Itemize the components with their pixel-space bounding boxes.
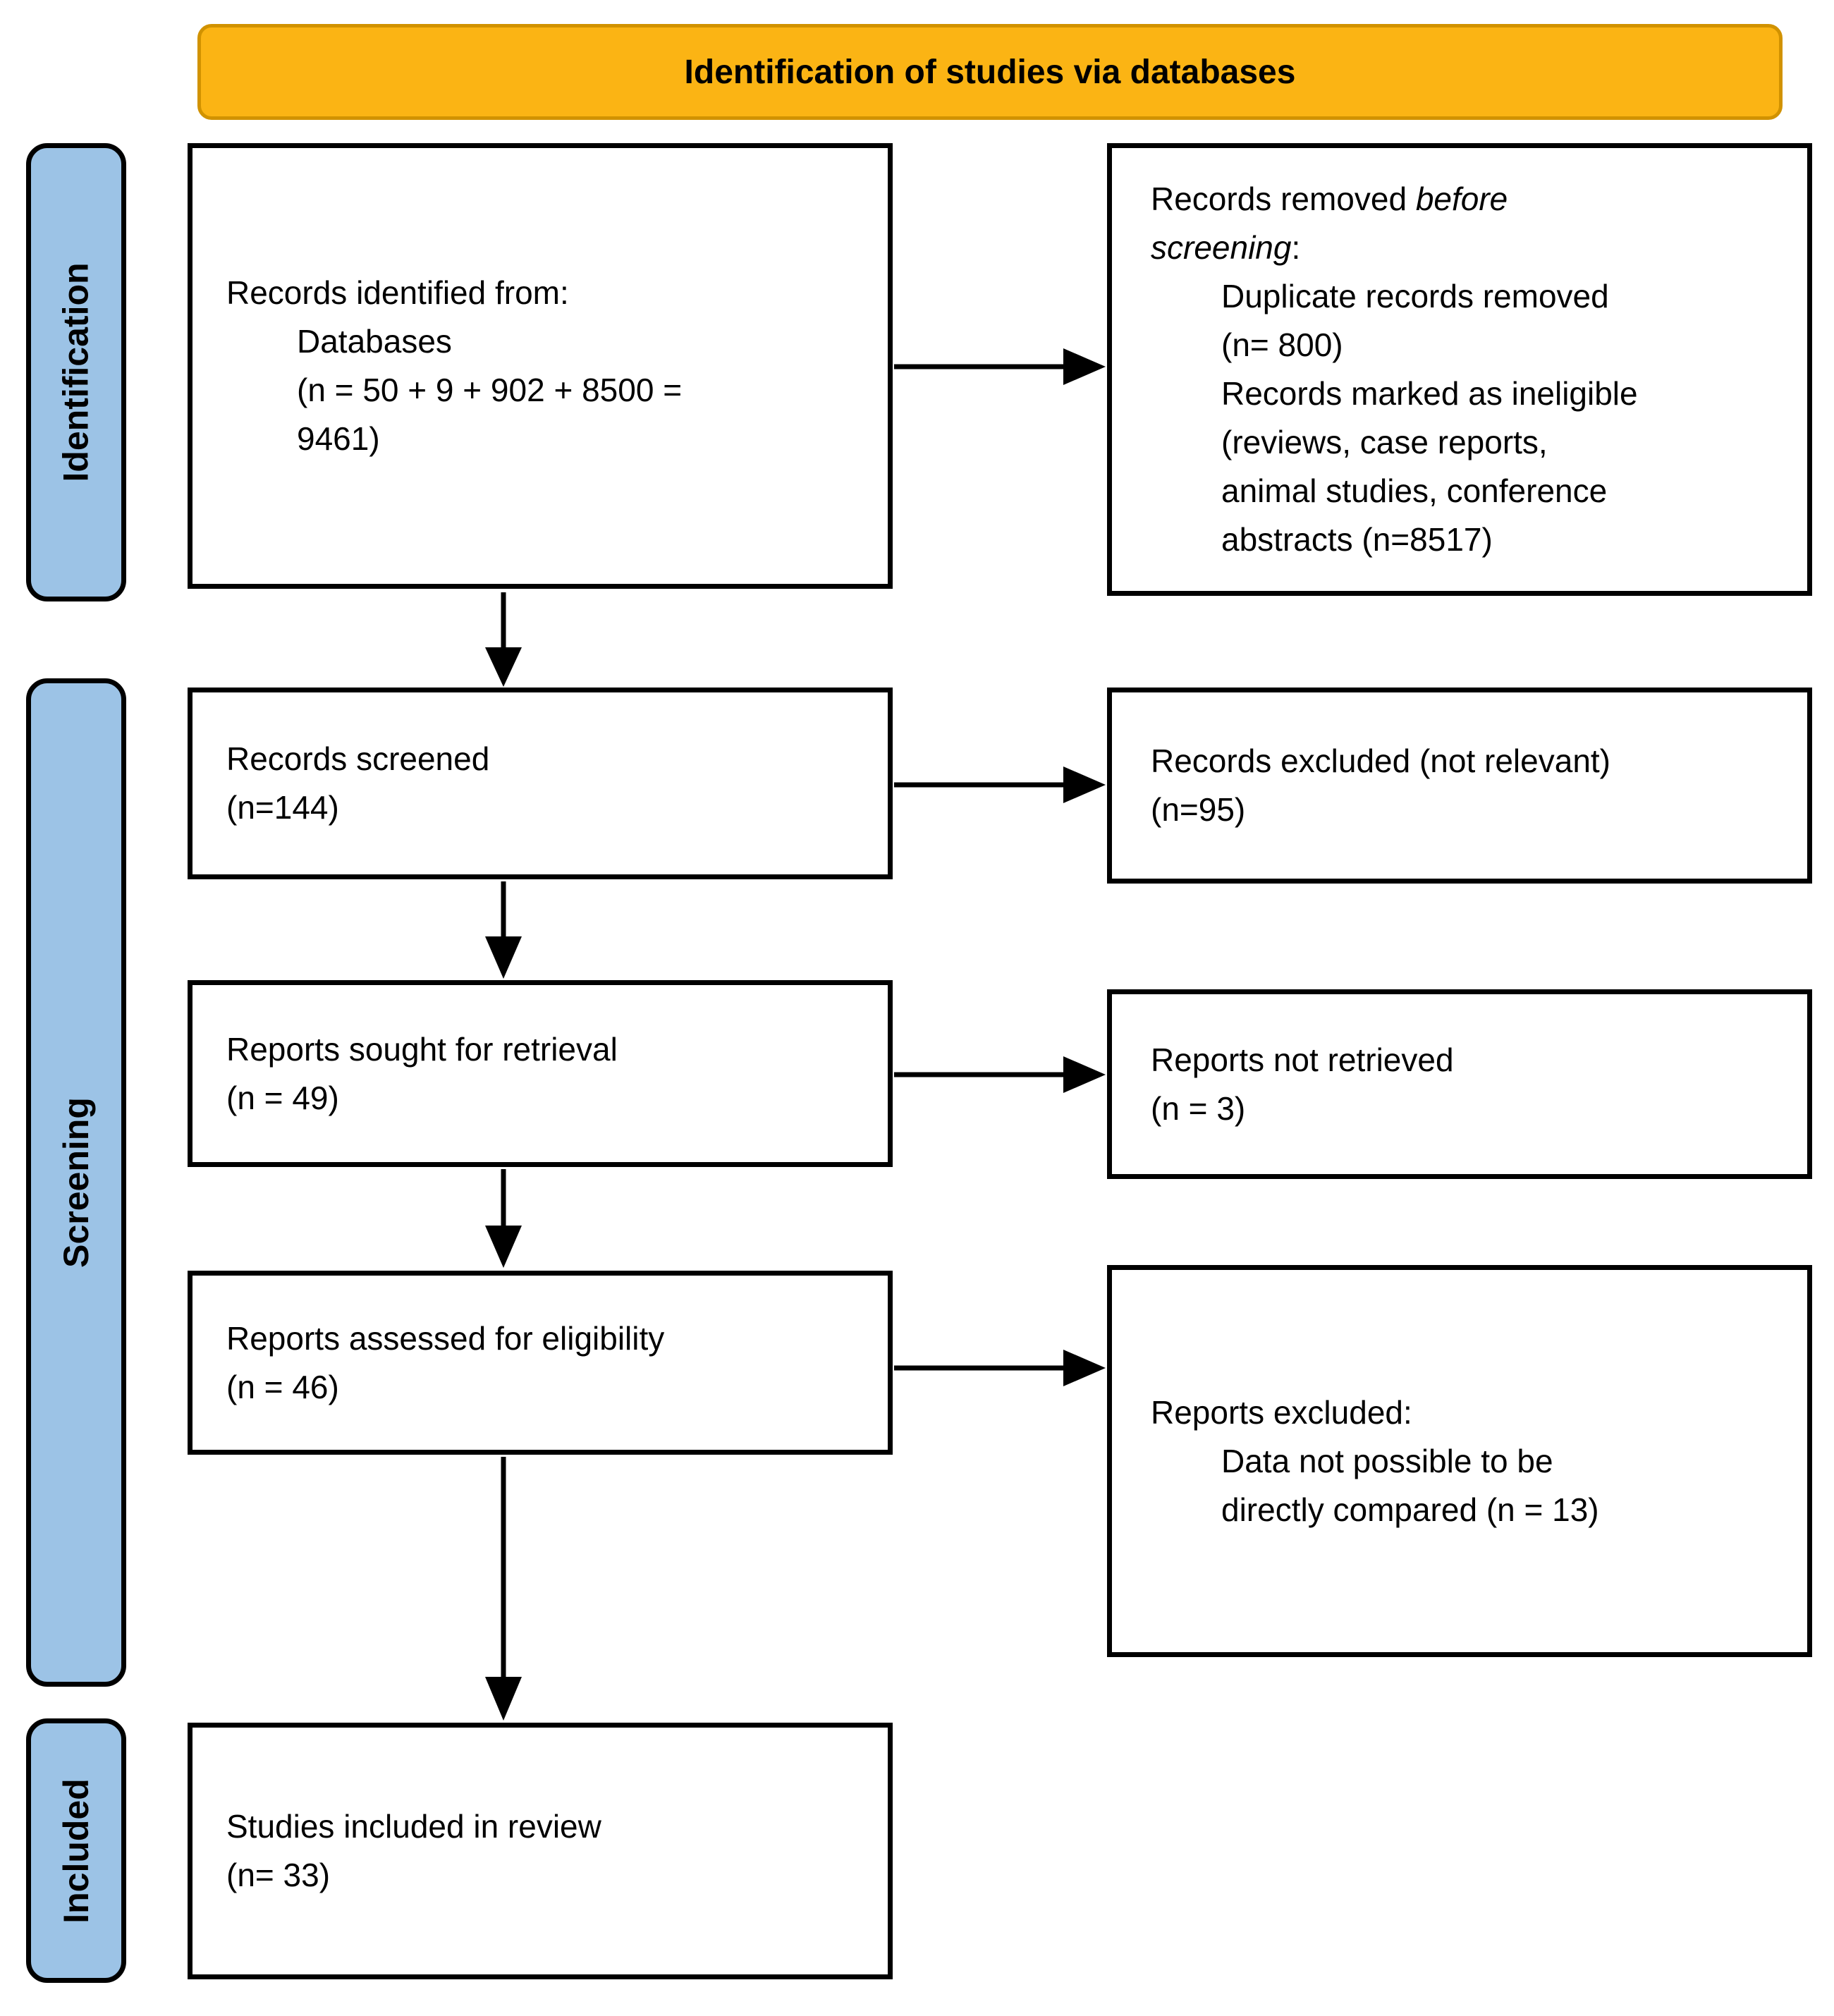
box-reports-excluded: Reports excluded: Data not possible to be… [1107, 1265, 1812, 1657]
arrow-sought-to-not-retrieved [894, 1056, 1106, 1093]
box-text-line: abstracts (n=8517) [1221, 521, 1493, 558]
stage-label-included-text: Included [56, 1778, 97, 1924]
arrow-assessed-to-reports-excluded [894, 1350, 1106, 1386]
arrow-identified-to-screened [485, 592, 522, 687]
box-text-line: Reports sought for retrieval [226, 1030, 618, 1068]
box-text-line: (n = 49) [226, 1079, 339, 1116]
box-text-line: (n = 46) [226, 1368, 339, 1405]
box-studies-included: Studies included in review (n= 33) [188, 1723, 893, 1979]
box-text-line: animal studies, conference [1221, 472, 1608, 509]
arrow-assessed-to-included [485, 1457, 522, 1721]
box-reports-sought: Reports sought for retrieval (n = 49) [188, 980, 893, 1167]
box-text-line: Reports excluded: [1151, 1393, 1412, 1431]
stage-label-identification-text: Identification [56, 262, 97, 482]
arrow-screened-to-sought [485, 881, 522, 979]
diagram-title: Identification of studies via databases [684, 53, 1296, 91]
box-text-line: 9461) [297, 420, 380, 457]
box-text-line: Duplicate records removed [1221, 278, 1609, 314]
box-text-line: Reports not retrieved [1151, 1041, 1454, 1078]
stage-label-included: Included [26, 1718, 126, 1983]
box-text-line: directly compared (n = 13) [1221, 1491, 1599, 1528]
diagram-title-banner: Identification of studies via databases [197, 24, 1783, 120]
box-text-line: Records removed before [1151, 181, 1508, 217]
box-records-excluded: Records excluded (not relevant) (n=95) [1107, 688, 1812, 884]
box-records-screened: Records screened (n=144) [188, 688, 893, 879]
box-records-removed-before-screening: Records removed before screening: Duplicat… [1107, 143, 1812, 596]
box-text-line: Databases [297, 323, 452, 360]
box-text-line: (n= 33) [226, 1857, 331, 1893]
box-text-line: Reports assessed for eligibility [226, 1319, 665, 1357]
box-records-identified: Records identified from: Databases (n = 50… [188, 143, 893, 589]
box-text-line: (n= 800) [1221, 326, 1343, 363]
box-text-line: Records excluded (not relevant) [1151, 743, 1610, 779]
box-text-line: (n=144) [226, 789, 339, 826]
box-text-line: (n = 3) [1151, 1089, 1246, 1127]
box-text-line: Records marked as ineligible [1221, 375, 1638, 412]
box-reports-assessed: Reports assessed for eligibility (n = 46) [188, 1271, 893, 1455]
box-text-line: Records identified from: [226, 274, 569, 311]
stage-label-identification: Identification [26, 143, 126, 601]
box-text-line: screening: [1151, 229, 1301, 266]
box-text-line: Records screened [226, 740, 490, 777]
box-text-line: (n = 50 + 9 + 902 + 8500 = [297, 372, 683, 408]
arrow-sought-to-assessed [485, 1169, 522, 1268]
box-text-line: Data not possible to be [1221, 1442, 1553, 1479]
arrow-identified-to-removed [894, 348, 1106, 385]
box-text-line: (n=95) [1151, 791, 1246, 828]
box-reports-not-retrieved: Reports not retrieved (n = 3) [1107, 989, 1812, 1179]
box-text-line: (reviews, case reports, [1221, 424, 1548, 460]
arrow-screened-to-excluded [894, 766, 1106, 803]
stage-label-screening-text: Screening [56, 1097, 96, 1268]
box-text-line: Studies included in review [226, 1808, 601, 1845]
stage-label-screening: Screening [26, 678, 126, 1687]
